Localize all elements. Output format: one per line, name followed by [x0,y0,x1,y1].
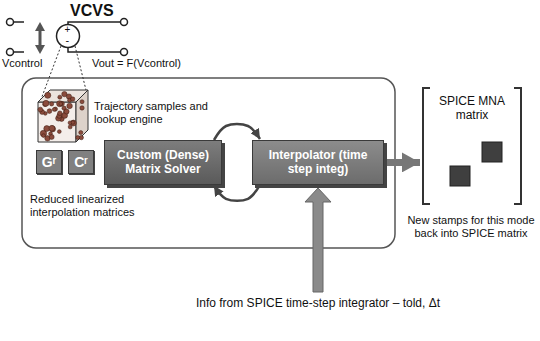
flow-arrow [214,124,260,140]
node-label: Interpolator (time step integ) [259,148,377,177]
signal-name: Vcontrol [2,57,42,70]
diagram-title: VCVS [70,1,114,20]
node-label: Cʳ [74,154,88,171]
node-label: SPICE MNA matrix [432,94,512,123]
input-note: Info from SPICE time-step integrator – t… [190,296,446,310]
control-arrow [35,22,45,54]
solver-box: Custom (Dense) Matrix Solver [104,140,222,185]
matrix-caption: Reduced linearized interpolation matrice… [30,193,142,219]
node-caption: Trajectory samples and lookup engine [94,100,218,126]
transfer-equation: Vout = F(Vcontrol) [92,57,181,70]
vcvs-symbol [7,19,128,56]
polarity-sign: - [66,34,70,47]
output-note: New stamps for this mode back into SPICE… [407,214,535,240]
module-outline [22,78,395,248]
cube-drawing [36,88,90,144]
node-label: Gʳ [42,154,56,171]
flow-arrow [214,185,260,201]
node-label: Custom (Dense) Matrix Solver [111,148,215,177]
interpolator-box: Interpolator (time step integ) [252,140,384,185]
lookup-cube: Trajectory samples and lookup engine [36,88,90,144]
flow-arrow [384,159,420,166]
matrix-box: Gʳ [36,150,62,174]
info-arrow [305,188,331,292]
matrix-box: Cʳ [68,150,94,174]
mna-matrix: SPICE MNA matrix [420,86,524,206]
